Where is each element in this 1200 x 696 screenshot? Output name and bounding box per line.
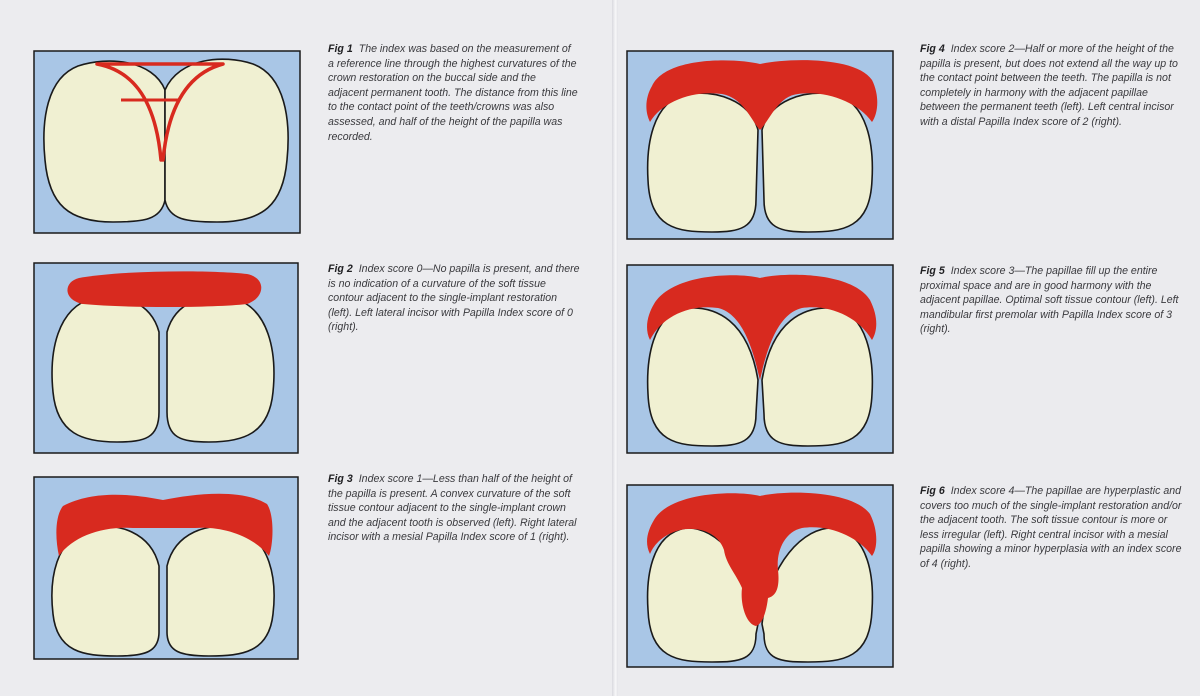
fig1-illustration — [33, 50, 301, 234]
fig6-text: Index score 4—The papillae are hyperplas… — [920, 485, 1181, 570]
fig4-tooth-left — [648, 93, 758, 232]
fig4-text: Index score 2—Half or more of the height… — [920, 43, 1178, 128]
fig5-text: Index score 3—The papillae fill up the e… — [920, 265, 1179, 335]
fig2-tooth-left — [52, 296, 159, 442]
book-gutter — [612, 0, 618, 696]
fig1-text: The index was based on the measurement o… — [328, 43, 578, 143]
fig4-label: Fig 4 — [920, 43, 945, 55]
fig1-label: Fig 1 — [328, 43, 353, 55]
fig3-illustration — [33, 476, 299, 660]
fig2-label: Fig 2 — [328, 263, 353, 275]
fig3-tooth-right — [167, 526, 274, 656]
fig3-text: Index score 1—Less than half of the heig… — [328, 473, 577, 543]
fig5-label: Fig 5 — [920, 265, 945, 277]
fig1-tooth-right — [165, 59, 288, 222]
fig5-illustration — [626, 264, 894, 454]
fig2-text: Index score 0—No papilla is present, and… — [328, 263, 580, 333]
fig3-label: Fig 3 — [328, 473, 353, 485]
fig1-tooth-left — [44, 61, 165, 222]
fig4-tooth-right — [762, 93, 872, 232]
fig6-illustration — [626, 484, 894, 668]
fig4-illustration — [626, 50, 894, 240]
fig2-gingiva — [67, 271, 261, 307]
fig6-label: Fig 6 — [920, 485, 945, 497]
fig2-illustration — [33, 262, 299, 454]
fig2-tooth-right — [167, 296, 274, 442]
